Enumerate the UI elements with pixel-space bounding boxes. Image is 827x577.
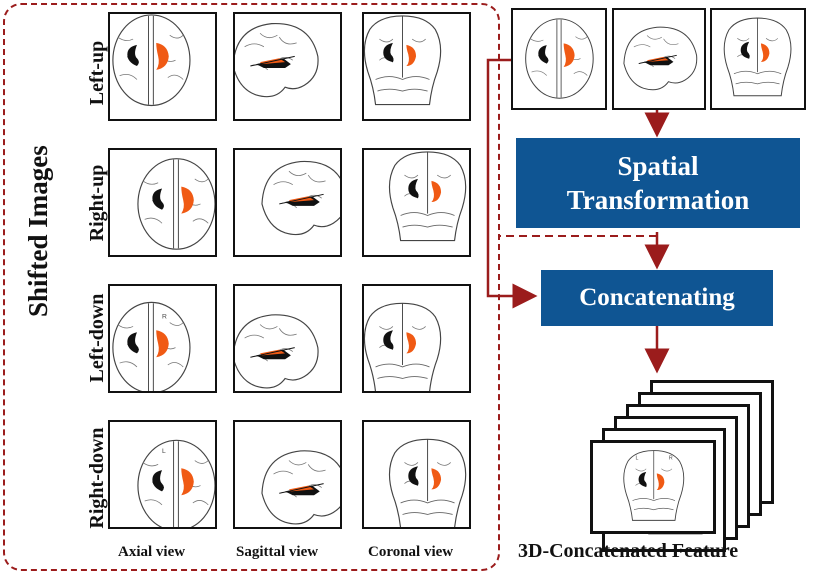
concatenated-feature-label: 3D-Concatenated Feature <box>518 540 739 562</box>
sagittal-left-up-image <box>233 12 342 121</box>
original-axial-image <box>511 8 607 110</box>
front-right-marker: R <box>669 456 673 462</box>
sagittal-left-down-image <box>233 284 342 393</box>
feature-slice-1: L R <box>590 440 716 534</box>
axial-right-up-image <box>108 148 217 257</box>
coronal-left-up-image <box>362 12 471 121</box>
sagittal-right-up-image <box>233 148 342 257</box>
front-left-marker: L <box>636 456 639 462</box>
spatial-transformation-line1: Spatial <box>617 151 699 181</box>
right-marker: R <box>162 314 167 321</box>
col-label-coronal: Coronal view <box>368 544 454 560</box>
axial-left-up-image <box>108 12 217 121</box>
original-coronal-image <box>710 8 806 110</box>
concatenating-box: Concatenating <box>541 270 773 326</box>
concatenating-label: Concatenating <box>579 284 735 311</box>
col-label-sagittal: Sagittal view <box>236 544 319 560</box>
original-sagittal-image <box>612 8 706 110</box>
spatial-transformation-box: Spatial Transformation <box>516 138 800 228</box>
axial-right-down-image: L <box>108 420 217 529</box>
sagittal-right-down-image <box>233 420 342 529</box>
coronal-right-down-image <box>362 420 471 529</box>
coronal-left-down-image <box>362 284 471 393</box>
axial-left-down-image: R <box>108 284 217 393</box>
arrow-bypass-to-concatenating <box>486 58 538 309</box>
shifted-images-group <box>3 3 500 571</box>
spatial-transformation-line2: Transformation <box>566 185 750 215</box>
coronal-right-up-image <box>362 148 471 257</box>
col-label-axial: Axial view <box>118 544 186 560</box>
left-marker: L <box>162 448 166 455</box>
